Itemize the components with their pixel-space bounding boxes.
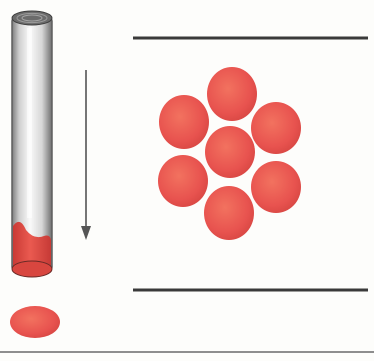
tube-highlight: [27, 28, 32, 218]
cell-lower-right: [251, 161, 301, 213]
cell-upper-right: [251, 102, 301, 154]
cell-lower-left: [158, 155, 208, 207]
cell-upper-left: [159, 95, 209, 149]
cell-bottom: [204, 186, 254, 240]
test-tube-icon: [12, 11, 52, 277]
tube-bottom: [12, 261, 52, 277]
cell-center: [205, 126, 255, 178]
cell-top: [207, 67, 257, 121]
blood-drop-icon: [10, 306, 60, 338]
